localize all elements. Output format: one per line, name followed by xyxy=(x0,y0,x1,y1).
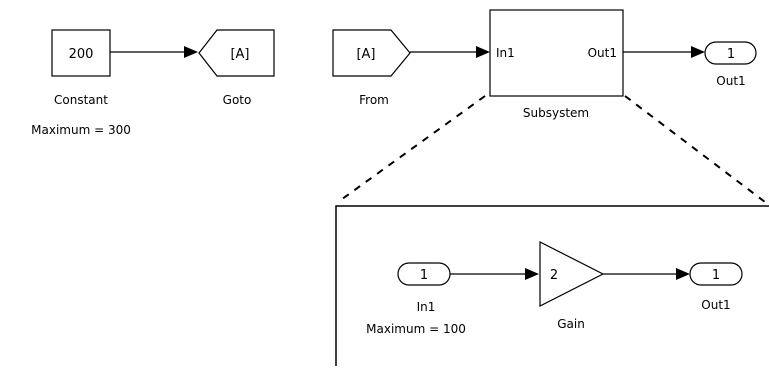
constant-value: 200 xyxy=(69,47,94,62)
inset-outport-number: 1 xyxy=(712,268,720,283)
gain-label: Gain xyxy=(557,317,585,331)
from-label: From xyxy=(359,93,389,107)
outport-label: Out1 xyxy=(716,74,745,88)
signal-line-gain-outport[interactable] xyxy=(603,268,690,280)
arrowhead-icon xyxy=(676,268,690,280)
goto-block[interactable]: [A] xyxy=(198,29,275,77)
inset-outport-label: Out1 xyxy=(701,298,730,312)
gain-value: 2 xyxy=(550,268,558,283)
arrowhead-icon xyxy=(691,46,705,58)
subsystem-inset-frame xyxy=(335,205,769,366)
signal-line-subsystem-out[interactable] xyxy=(623,46,705,58)
goto-label: Goto xyxy=(223,93,252,107)
arrowhead-icon xyxy=(476,46,490,58)
goto-tag: [A] xyxy=(230,47,249,62)
inset-inport-label: In1 xyxy=(417,300,436,314)
inset-inport-block[interactable]: 1 xyxy=(397,262,451,286)
inset-inport-annotation: Maximum = 100 xyxy=(366,322,466,336)
signal-line-from-subsystem[interactable] xyxy=(410,46,490,58)
subsystem-inset xyxy=(335,205,769,366)
inset-outport-frame xyxy=(689,262,743,286)
subsystem-block-frame xyxy=(489,9,624,97)
zoom-line-left xyxy=(337,95,486,203)
constant-annotation: Maximum = 300 xyxy=(31,123,131,137)
inset-outport-block[interactable]: 1 xyxy=(689,262,743,286)
constant-block[interactable]: 200 xyxy=(51,29,111,77)
constant-block-frame xyxy=(51,29,111,77)
inset-inport-number: 1 xyxy=(420,268,428,283)
signal-line-inport-gain[interactable] xyxy=(450,268,539,280)
gain-block[interactable]: 2 xyxy=(539,241,605,307)
subsystem-block[interactable]: In1 Out1 xyxy=(489,9,624,97)
zoom-line-right xyxy=(624,95,769,206)
goto-block-frame xyxy=(198,29,275,77)
subsystem-label: Subsystem xyxy=(523,106,589,120)
gain-block-frame xyxy=(539,241,605,307)
from-block[interactable]: [A] xyxy=(332,29,411,77)
arrowhead-icon xyxy=(184,46,198,58)
constant-label: Constant xyxy=(54,93,108,107)
outport-block-frame xyxy=(704,41,757,65)
outport-block[interactable]: 1 xyxy=(704,41,757,65)
signal-line-constant-goto[interactable] xyxy=(110,46,198,58)
from-block-frame xyxy=(332,29,411,77)
outport-number: 1 xyxy=(727,47,735,62)
subsystem-in-port-label: In1 xyxy=(496,46,515,60)
subsystem-out-port-label: Out1 xyxy=(588,46,617,60)
arrowhead-icon xyxy=(525,268,539,280)
from-tag: [A] xyxy=(356,47,375,62)
